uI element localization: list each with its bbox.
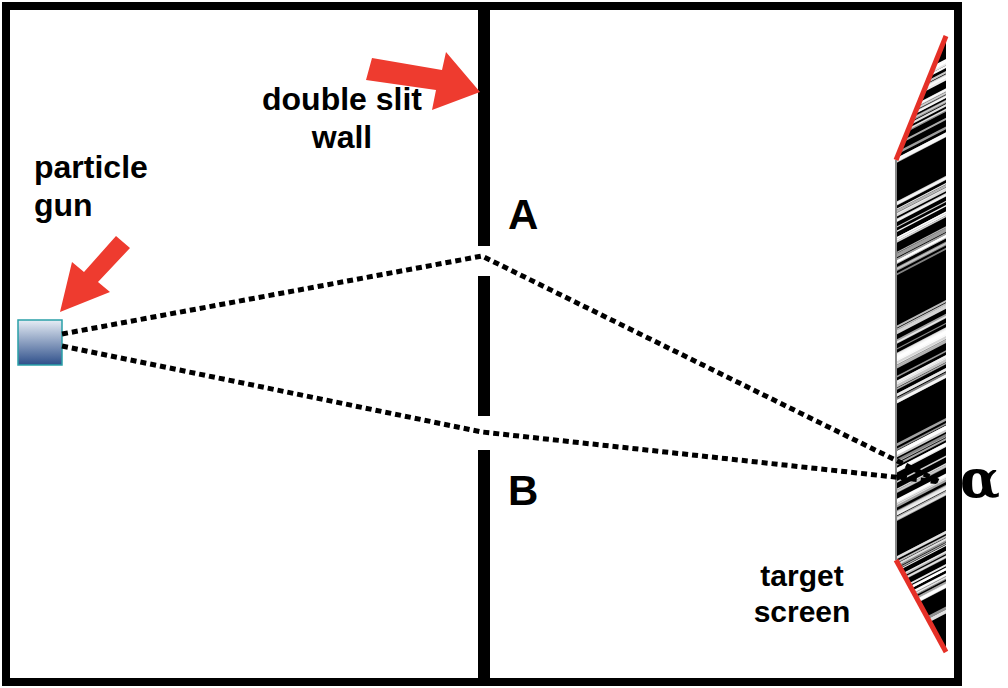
particle-gun xyxy=(18,320,62,365)
frame xyxy=(6,6,958,682)
slit-label: A xyxy=(508,190,568,240)
slit-label: B xyxy=(508,466,568,516)
point-label: α xyxy=(960,448,1004,510)
particle-paths xyxy=(62,256,940,482)
screen-label: target screen xyxy=(722,558,882,630)
target-screen xyxy=(894,36,948,652)
gun-label: particle gun xyxy=(34,148,204,225)
slit-wall xyxy=(478,6,490,682)
wall-label: double slit wall xyxy=(262,80,422,157)
